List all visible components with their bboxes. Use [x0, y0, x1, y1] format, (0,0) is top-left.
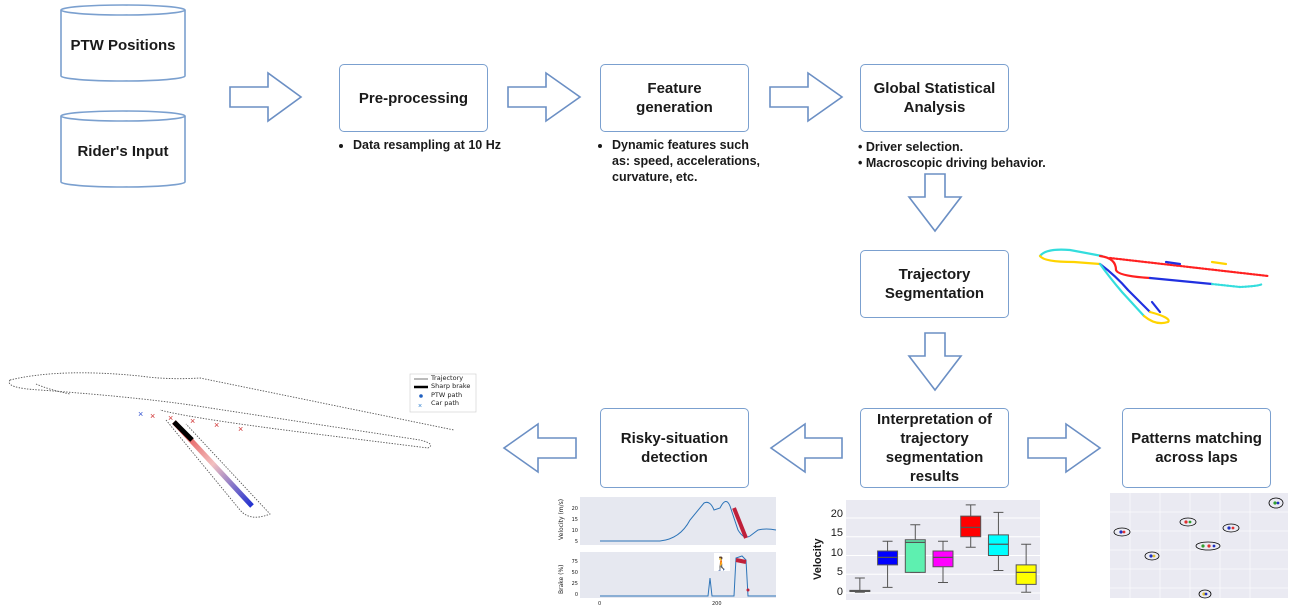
- vel-tick: 20: [571, 506, 578, 512]
- feature-note-line-1: Dynamic features such: [612, 138, 749, 152]
- arrow-interpretation-to-patterns: [1027, 422, 1102, 474]
- boxplot-box: [1015, 543, 1037, 593]
- boxplot-y-tick: 20: [830, 508, 843, 520]
- boxplot-y-ticks: 20 15 10 5 0: [830, 505, 843, 602]
- preprocessing-label: Pre-processing: [358, 89, 469, 107]
- risky-legend-text: Trajectory Sharp brake PTW path Car path: [431, 374, 470, 408]
- riders-input-cylinder: [60, 110, 186, 188]
- interpretation-label-3: segmentation: [885, 449, 984, 466]
- feature-generation-label-2: generation: [636, 99, 713, 116]
- svg-text:×: ×: [214, 420, 219, 430]
- global-note: • Driver selection. • Macroscopic drivin…: [858, 139, 1118, 171]
- svg-text:×: ×: [138, 409, 143, 419]
- legend-car-path: Car path: [431, 399, 460, 408]
- arrow-inputs-to-preprocessing: [229, 71, 303, 123]
- arrow-trajectory-to-interpretation: [907, 332, 963, 392]
- interpretation-label-1: Interpretation of: [877, 411, 992, 428]
- brake-tick: 75: [571, 559, 578, 565]
- trajectory-segmentation-box: Trajectory Segmentation: [860, 250, 1009, 318]
- x-tick-0: 0: [598, 601, 602, 607]
- global-analysis-label-2: Analysis: [903, 99, 966, 116]
- risky-trajectory-plot: × × × × × ×: [8, 372, 455, 518]
- brake-tick: 50: [571, 570, 578, 576]
- vel-tick: 15: [571, 517, 578, 523]
- feature-note: Dynamic features such as: speed, acceler…: [596, 137, 796, 185]
- boxplot-y-tick: 15: [830, 527, 843, 540]
- boxplot-box: [904, 524, 926, 573]
- preprocessing-note: Data resampling at 10 Hz: [337, 137, 557, 153]
- svg-text:×: ×: [150, 411, 155, 421]
- arrow-feature-to-global: [769, 71, 844, 123]
- vel-tick: 10: [571, 528, 578, 534]
- patterns-matching-label-2: across laps: [1155, 449, 1238, 466]
- svg-text:×: ×: [168, 413, 173, 423]
- pattern-scatter: [1110, 493, 1288, 599]
- ptw-positions-cylinder: [60, 4, 186, 82]
- global-analysis-box: Global Statistical Analysis: [860, 64, 1009, 132]
- pedestrian-icon: 🚶: [714, 556, 730, 571]
- brake-tick: 25: [571, 581, 578, 587]
- global-analysis-label-1: Global Statistical: [873, 80, 996, 97]
- boxplot-y-tick: 0: [836, 585, 843, 598]
- arrow-global-to-trajectory: [907, 173, 963, 233]
- velocity-chart: [580, 497, 777, 545]
- arrow-interpretation-to-risky: [769, 422, 843, 474]
- legend-ptw-path: PTW path: [431, 390, 463, 399]
- global-note-line-1: • Driver selection.: [858, 140, 964, 154]
- brake-tick: 0: [574, 592, 578, 598]
- brake-ylabel: Brake (%): [558, 564, 565, 594]
- velocity-boxplot: [846, 504, 1040, 594]
- velocity-ticks: 20 15 10 5: [568, 504, 578, 548]
- boxplot-iqr: [1015, 564, 1037, 585]
- trajectory-segmentation-label-2: Segmentation: [884, 285, 985, 302]
- feature-note-line-2: as: speed, accelerations,: [612, 154, 760, 168]
- vel-tick: 5: [574, 539, 578, 545]
- risky-detection-box: Risky-situation detection: [600, 408, 749, 488]
- interpretation-label-2: trajectory: [900, 430, 969, 447]
- brake-chart: 🚶: [580, 552, 776, 598]
- boxplot-ylabel: Velocity: [812, 538, 824, 580]
- boxplot-iqr: [987, 534, 1009, 556]
- feature-generation-label-1: Feature: [647, 80, 702, 97]
- arrow-risky-to-result: [502, 422, 577, 474]
- svg-text:×: ×: [190, 416, 195, 426]
- arrow-preprocessing-to-feature: [507, 71, 582, 123]
- boxplot-y-tick: 5: [836, 566, 843, 579]
- patterns-matching-label-1: Patterns matching: [1131, 430, 1262, 447]
- feature-generation-box: Feature generation: [600, 64, 749, 132]
- preprocessing-note-item: Data resampling at 10 Hz: [353, 137, 557, 153]
- x-tick-200: 200: [712, 601, 722, 607]
- boxplot-iqr: [932, 550, 954, 568]
- boxplot-y-tick: 10: [830, 546, 843, 559]
- segmented-trajectory-plot: [1038, 248, 1270, 325]
- svg-text:×: ×: [418, 403, 422, 410]
- global-note-line-2: • Macroscopic driving behavior.: [858, 156, 1046, 170]
- boxplot-iqr: [960, 515, 982, 538]
- risky-detection-label-2: detection: [641, 449, 708, 466]
- velocity-ylabel: Velocity (m/s): [558, 498, 565, 540]
- interpretation-label-4: results: [909, 468, 960, 485]
- boxplot-iqr: [904, 539, 926, 573]
- feature-note-line-3: curvature, etc.: [612, 170, 698, 184]
- boxplot-box: [932, 540, 954, 583]
- preprocessing-box: Pre-processing: [339, 64, 488, 132]
- interpretation-box: Interpretation of trajectory segmentatio…: [860, 408, 1009, 488]
- legend-sharp-brake: Sharp brake: [431, 382, 471, 391]
- risky-legend: ×: [409, 373, 477, 413]
- ptw-positions-label: PTW Positions: [70, 37, 176, 54]
- boxplot-box: [987, 511, 1009, 571]
- legend-trajectory: Trajectory: [431, 374, 464, 382]
- trajectory-segmentation-label-1: Trajectory: [898, 266, 971, 283]
- svg-text:×: ×: [238, 424, 243, 434]
- risky-detection-label-1: Risky-situation: [620, 430, 729, 447]
- brake-ticks: 75 50 25 0: [568, 557, 578, 601]
- riders-input-label: Rider's Input: [77, 143, 169, 160]
- boxplot-box: [960, 504, 982, 548]
- boxplot-box: [849, 577, 871, 593]
- patterns-matching-box: Patterns matching across laps: [1122, 408, 1271, 488]
- boxplot-box: [877, 540, 899, 588]
